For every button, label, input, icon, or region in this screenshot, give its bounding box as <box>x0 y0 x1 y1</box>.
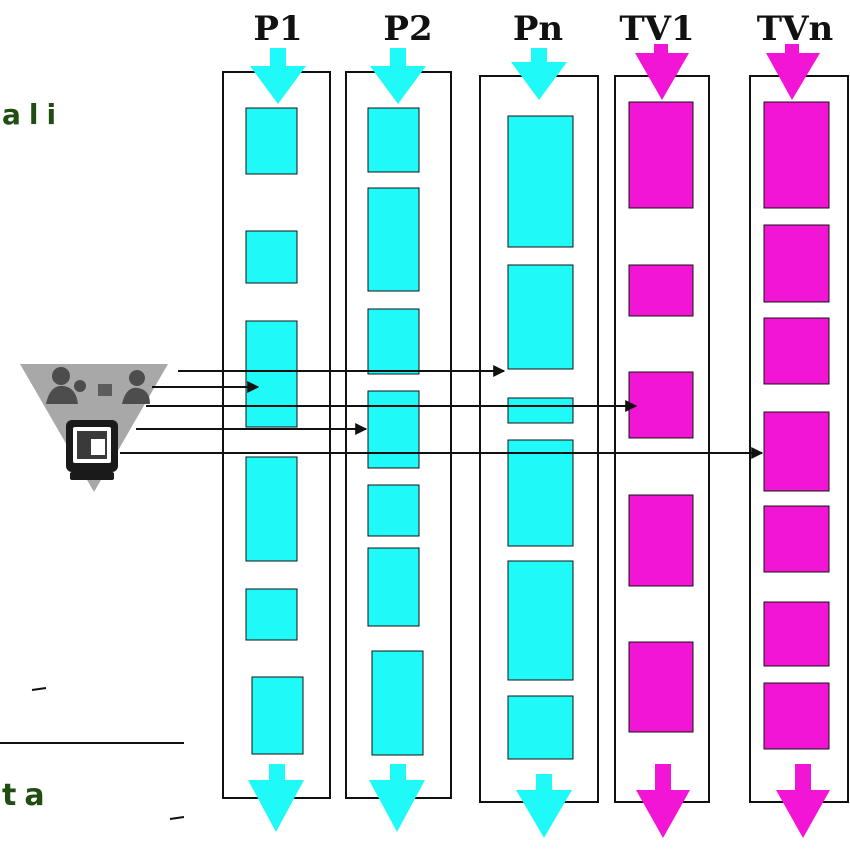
segment-block <box>763 505 830 573</box>
output-arrow-tv1 <box>636 764 690 838</box>
segment-block <box>367 107 420 173</box>
input-arrows <box>250 44 820 104</box>
input-arrow-pn <box>511 48 567 100</box>
segment-block <box>628 371 694 439</box>
side-text-bottom: ta <box>2 778 53 813</box>
segment-block <box>367 390 420 469</box>
segment-block <box>628 641 694 733</box>
segment-block <box>245 107 298 175</box>
stray-marks <box>0 687 185 820</box>
channel-blocks-tv1 <box>628 101 694 733</box>
channel-label-tvn: TVn <box>757 9 833 49</box>
segment-block <box>245 320 298 428</box>
channel-blocks-p2 <box>367 107 424 756</box>
segment-block <box>245 588 298 641</box>
segment-block <box>251 676 304 755</box>
segment-block <box>507 397 574 424</box>
segment-block <box>507 560 574 681</box>
segment-block <box>367 547 420 627</box>
channel-blocks-tvn <box>763 101 830 750</box>
dash-mark <box>169 816 185 820</box>
segment-block <box>507 264 574 370</box>
output-arrow-pn <box>516 774 572 838</box>
segment-block <box>507 115 574 248</box>
segment-block <box>628 494 694 587</box>
channel-label-p2: P2 <box>383 9 432 49</box>
output-arrow-tvn <box>776 764 830 838</box>
channel-label-tv1: TV1 <box>619 9 694 49</box>
segment-block <box>507 439 574 547</box>
segment-block <box>628 264 694 317</box>
segment-block <box>245 230 298 284</box>
input-arrow-tvn <box>766 44 820 100</box>
segment-block <box>763 317 830 385</box>
input-arrow-p2 <box>370 48 426 104</box>
channel-label-p1: P1 <box>253 9 302 49</box>
segment-block <box>367 308 420 375</box>
side-text-top: ali <box>2 98 65 131</box>
audience-at-terminal-icon <box>20 364 168 492</box>
segment-block <box>367 484 420 537</box>
segment-block <box>763 224 830 303</box>
output-arrows <box>248 764 830 838</box>
channel-label-pn: Pn <box>513 9 563 49</box>
dash-mark <box>31 687 47 691</box>
segment-block <box>763 682 830 750</box>
channel-blocks-p1 <box>245 107 304 755</box>
output-arrow-p2 <box>369 764 425 832</box>
segment-block <box>371 650 424 756</box>
input-arrow-tv1 <box>635 44 689 100</box>
segment-block <box>245 456 298 562</box>
viewer-connections <box>120 365 764 459</box>
segment-block <box>507 695 574 760</box>
segment-block <box>367 187 420 292</box>
segment-block <box>628 101 694 209</box>
segment-block <box>763 101 830 209</box>
output-arrow-p1 <box>248 764 304 832</box>
channel-blocks-pn <box>507 115 574 760</box>
input-arrow-p1 <box>250 48 306 104</box>
segment-block <box>763 601 830 667</box>
segment-block <box>763 411 830 492</box>
